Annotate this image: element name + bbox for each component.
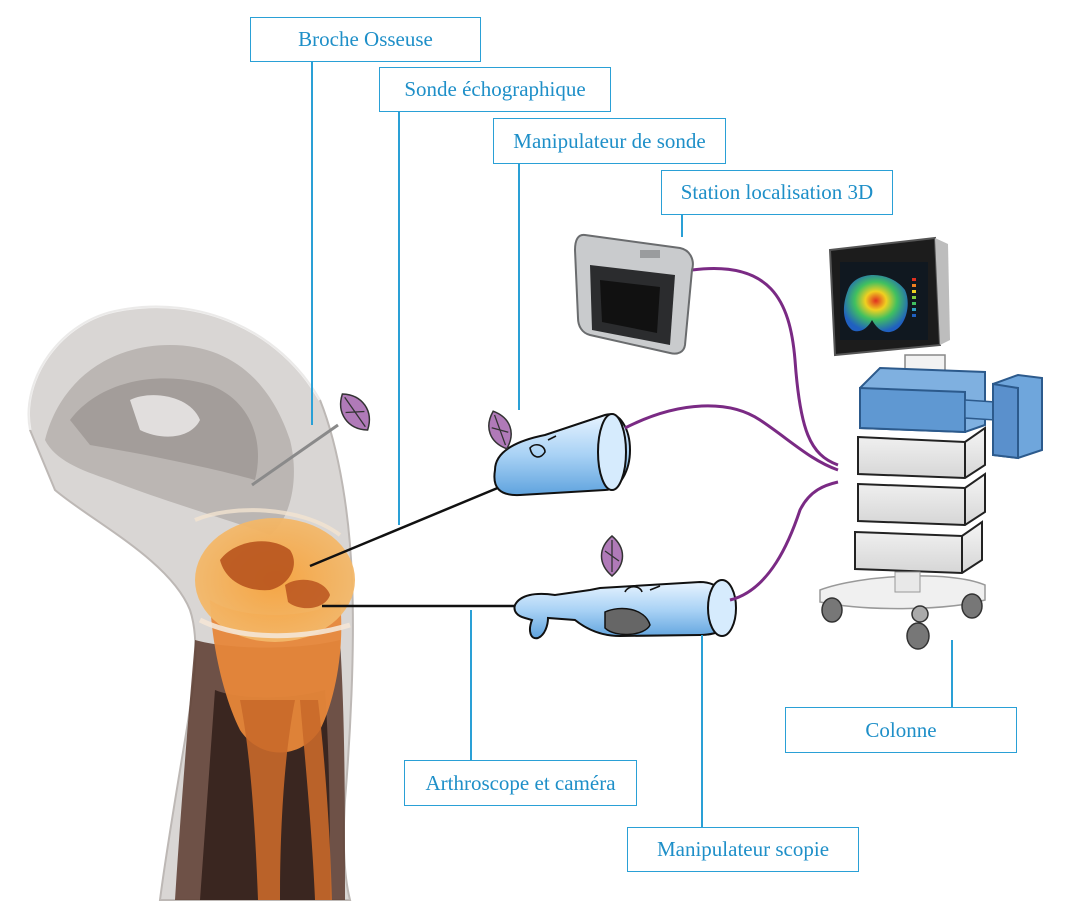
bone-pin-marker-icon — [340, 393, 370, 431]
probe-manipulator-device — [488, 410, 632, 497]
localisation-station-device — [573, 233, 694, 355]
arthroscope-marker-icon — [600, 535, 624, 577]
ultrasound-needle — [309, 485, 501, 568]
label-manipulateur-scopie: Manipulateur scopie — [627, 827, 859, 872]
probe-marker-icon — [488, 410, 512, 450]
cable-station — [691, 267, 839, 467]
arthroscope-manipulator-device — [513, 535, 737, 640]
label-station-localisation: Station localisation 3D — [661, 170, 893, 215]
cables — [624, 267, 839, 602]
leader-lines — [311, 62, 953, 827]
label-broche-osseuse: Broche Osseuse — [250, 17, 481, 62]
bone-pin — [251, 393, 370, 487]
knee-anatomy-illustration — [27, 305, 355, 901]
label-manipulateur-sonde: Manipulateur de sonde — [493, 118, 726, 164]
label-sonde-echographique: Sonde échographique — [379, 67, 611, 112]
cable-arthroscope — [729, 480, 839, 602]
label-arthroscope-camera: Arthroscope et caméra — [404, 760, 637, 806]
workstation-column — [819, 236, 1043, 650]
cable-probe — [624, 404, 839, 472]
label-colonne: Colonne — [785, 707, 1017, 753]
